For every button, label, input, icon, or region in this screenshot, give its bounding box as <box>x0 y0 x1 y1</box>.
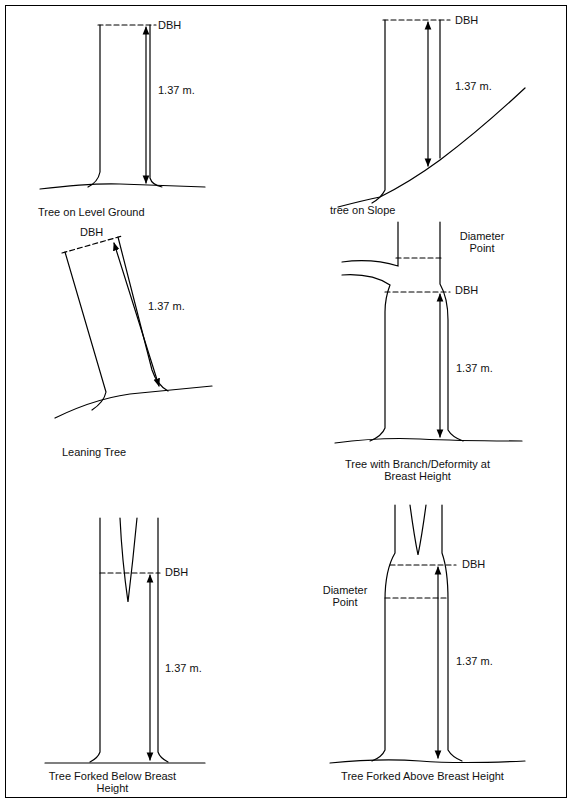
tree-level-ground <box>40 25 205 189</box>
dimension-label: DBH <box>165 566 188 578</box>
dimension-label: 1.37 m. <box>455 80 492 92</box>
panel-caption: Leaning Tree <box>62 446 126 458</box>
leaning-tree <box>55 236 212 418</box>
dimension-label: 1.37 m. <box>456 655 493 667</box>
dimension-label: DBH <box>462 558 485 570</box>
panel-caption: Tree Forked Above Breast Height <box>340 770 505 782</box>
tree-on-slope <box>338 20 525 207</box>
tree-with-branch <box>335 222 522 443</box>
frame <box>6 6 567 798</box>
panel-caption: Tree Forked Below Breast Height <box>40 770 185 794</box>
dimension-label: 1.37 m. <box>148 300 185 312</box>
panel-caption: tree on Slope <box>330 204 395 216</box>
point-label: Diameter Point <box>315 584 375 608</box>
dimension-label: DBH <box>455 284 478 296</box>
dimension-label: 1.37 m. <box>158 84 195 96</box>
dimension-label: DBH <box>80 226 103 238</box>
panel-caption: Tree with Branch/Deformity at Breast Hei… <box>330 458 505 482</box>
tree-forked-above <box>330 505 525 763</box>
dimension-label: DBH <box>158 19 181 31</box>
dimension-label: 1.37 m. <box>165 662 202 674</box>
dimension-label: DBH <box>455 14 478 26</box>
point-label: Diameter Point <box>452 230 512 254</box>
tree-forked-below <box>45 518 205 763</box>
panel-caption: Tree on Level Ground <box>38 206 145 218</box>
dimension-label: 1.37 m. <box>456 362 493 374</box>
